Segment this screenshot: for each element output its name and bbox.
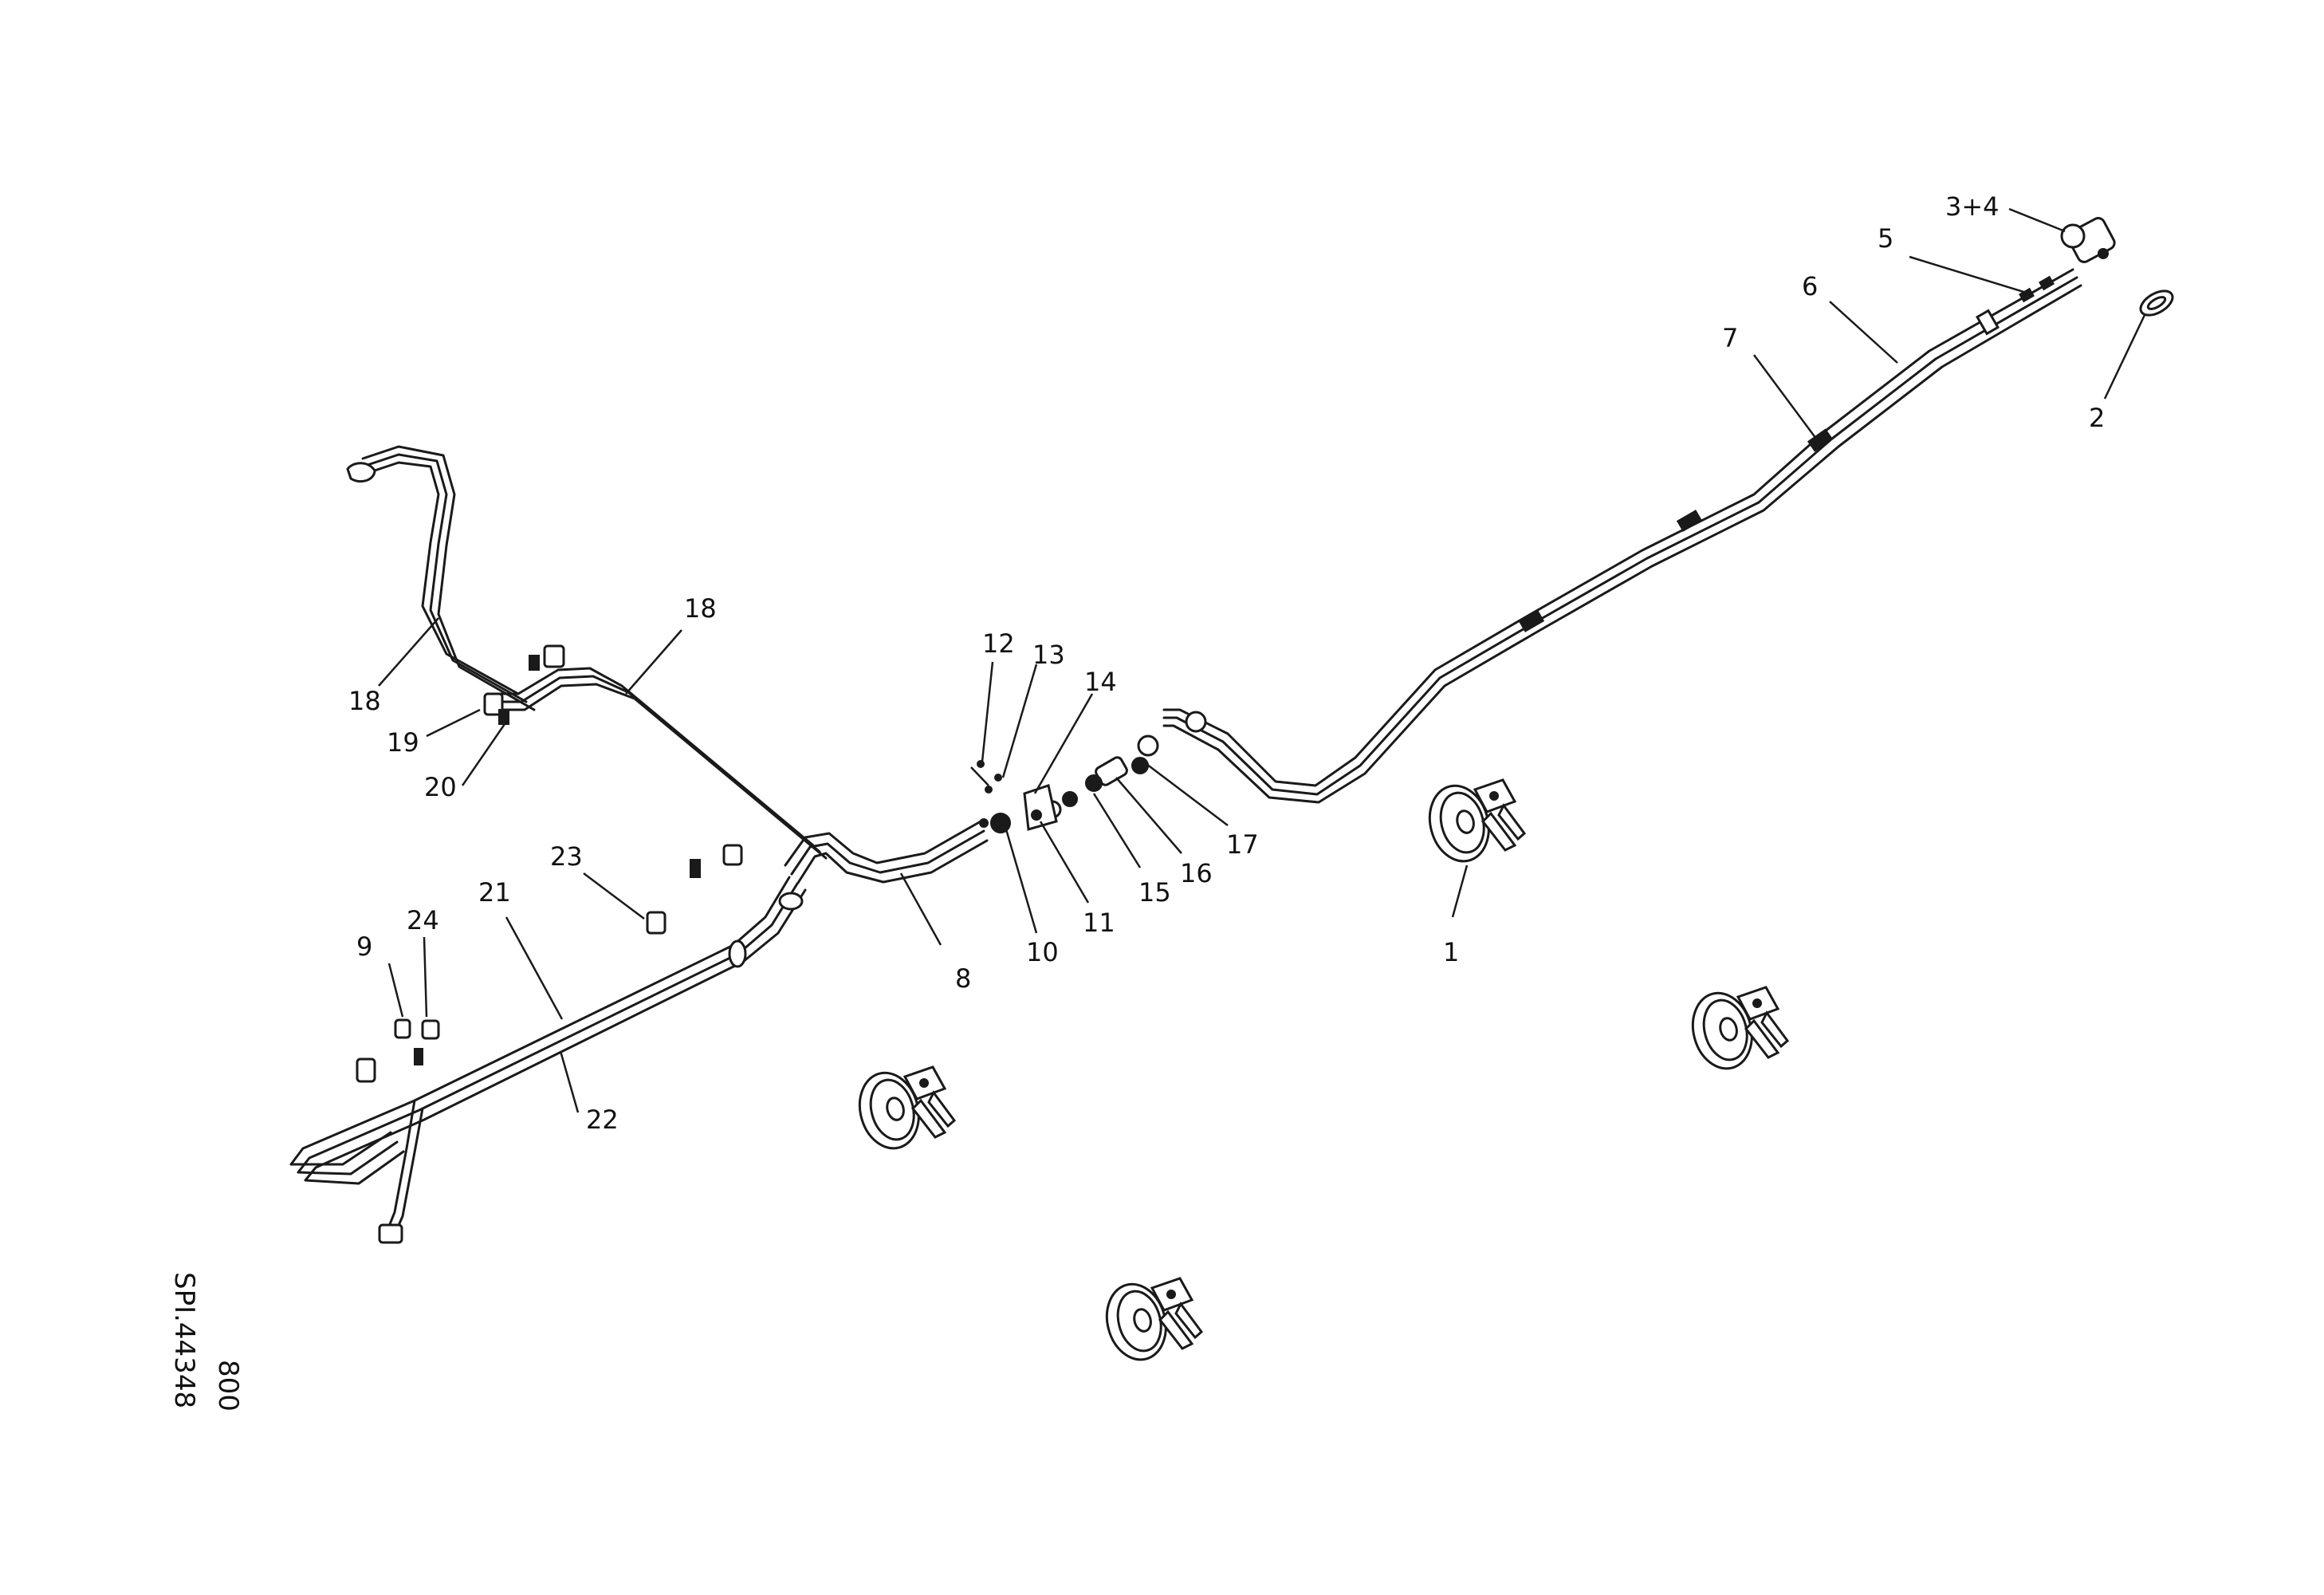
callout-20: 20 — [424, 772, 457, 802]
callout-1: 1 — [1443, 937, 1459, 967]
caster-wheel-2 — [1691, 986, 1790, 1070]
callout-9: 9 — [356, 931, 372, 962]
callout-15: 15 — [1138, 877, 1171, 908]
seal-ring — [2139, 289, 2174, 317]
pipe-couplings — [1518, 275, 2055, 632]
reference-code: SPI.44348 — [168, 1272, 200, 1408]
clip-set-lower — [356, 892, 804, 1244]
junction-fittings — [970, 711, 1207, 833]
main-brake-line — [1162, 268, 2082, 804]
callout-19: 19 — [387, 727, 419, 758]
clip-set-upper — [346, 462, 743, 878]
sheet-number: 800 — [212, 1360, 244, 1412]
callout-labels: 1 2 3+4 5 6 7 8 9 10 11 12 13 14 15 16 1… — [348, 191, 2105, 1135]
callout-10: 10 — [1026, 937, 1059, 967]
callout-17: 17 — [1226, 829, 1259, 860]
callout-18-upper: 18 — [684, 593, 717, 624]
callout-18-left: 18 — [348, 686, 381, 716]
callout-11: 11 — [1083, 908, 1115, 938]
callout-14: 14 — [1084, 667, 1117, 697]
caster-wheel-3 — [858, 1065, 957, 1150]
master-cylinder — [2060, 217, 2116, 263]
callout-12: 12 — [982, 628, 1015, 659]
callout-3-4: 3+4 — [1945, 191, 2000, 222]
left-upper-brake-line — [361, 445, 828, 860]
callout-8: 8 — [955, 963, 971, 994]
callout-5: 5 — [1878, 223, 1893, 254]
callout-2: 2 — [2089, 403, 2105, 433]
caster-wheel-1 — [1428, 778, 1527, 863]
callout-24: 24 — [407, 905, 439, 935]
left-lower-brake-line — [289, 876, 807, 1236]
callout-leaders — [378, 207, 2146, 1113]
callout-7: 7 — [1722, 323, 1738, 353]
callout-23: 23 — [550, 841, 583, 872]
callout-6: 6 — [1802, 271, 1818, 301]
callout-22: 22 — [586, 1105, 619, 1135]
callout-13: 13 — [1032, 640, 1065, 670]
middle-brake-line — [784, 820, 989, 884]
caster-wheel-4 — [1105, 1277, 1204, 1361]
callout-21: 21 — [478, 877, 511, 908]
drawing-reference: SPI.44348 800 — [168, 1272, 244, 1412]
callout-16: 16 — [1180, 858, 1213, 888]
